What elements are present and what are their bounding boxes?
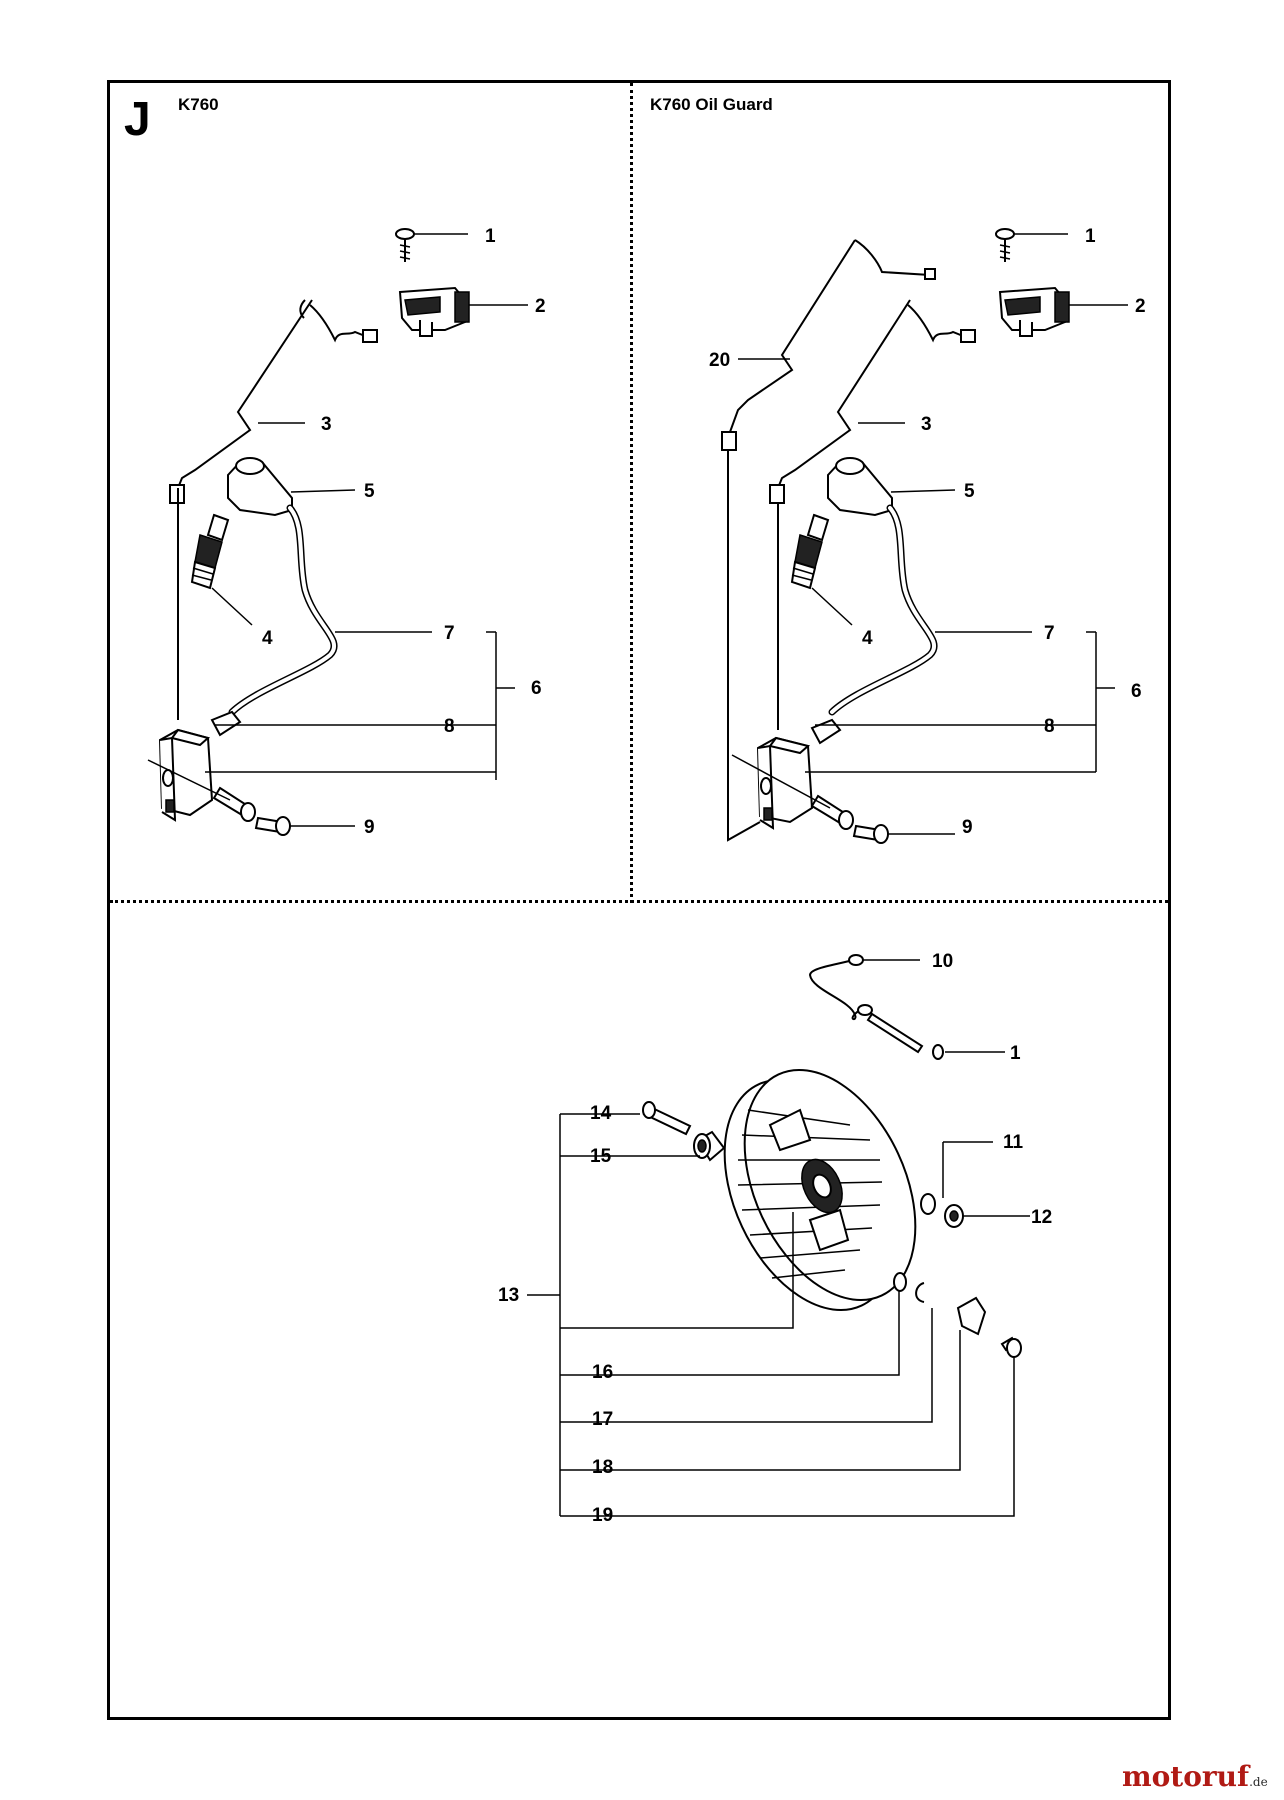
callout-6: 6 <box>1131 681 1142 702</box>
panel-divider-horizontal <box>110 900 1168 903</box>
diagram-frame <box>107 80 1171 1720</box>
flywheel-bolt-part <box>642 1101 726 1162</box>
flywheel-part <box>723 1068 917 1312</box>
callout-19: 19 <box>592 1505 613 1526</box>
spark-plug-cap-part <box>227 457 338 716</box>
oil-guard-cable-part <box>721 239 936 451</box>
callout-17: 17 <box>592 1409 613 1430</box>
ground-lead-right-outer <box>727 450 761 842</box>
ignition-module-part <box>756 718 842 830</box>
callout-10: 10 <box>932 951 953 972</box>
callout-2: 2 <box>1135 296 1146 317</box>
callout-12: 12 <box>1031 1207 1052 1228</box>
panel-right-callouts: 1 2 20 3 5 4 7 6 8 9 <box>709 226 1146 838</box>
brand-name: motoruf <box>1122 1760 1250 1793</box>
callout-1: 1 <box>485 226 496 247</box>
ignition-cable-part <box>169 299 378 504</box>
callout-13: 13 <box>498 1285 519 1306</box>
brand-watermark: motoruf.de <box>1122 1760 1268 1793</box>
panel-left-parts <box>147 228 528 836</box>
callout-1: 1 <box>1085 226 1096 247</box>
panel-divider-vertical <box>630 83 633 903</box>
ignition-module-part <box>158 710 242 822</box>
callout-15: 15 <box>590 1146 612 1167</box>
callout-3: 3 <box>921 414 932 435</box>
callout-18: 18 <box>592 1457 613 1478</box>
brand-suffix: .de <box>1249 1775 1268 1789</box>
callout-2: 2 <box>535 296 546 317</box>
section-letter: J <box>124 93 151 146</box>
callout-5: 5 <box>964 481 975 502</box>
panel-right-parts <box>721 228 1128 844</box>
callout-8: 8 <box>1044 716 1055 737</box>
starter-pawl-parts <box>893 1272 1022 1358</box>
module-screws-part <box>731 754 889 844</box>
panel-bottom-parts <box>527 954 1030 1517</box>
callout-20: 20 <box>709 350 730 371</box>
callout-4: 4 <box>862 628 873 649</box>
callout-9: 9 <box>962 817 973 838</box>
callout-3: 3 <box>321 414 332 435</box>
spark-plug-part <box>790 513 830 590</box>
stop-switch-part <box>998 286 1070 337</box>
panel-title-right: K760 Oil Guard <box>650 95 773 114</box>
callout-9: 9 <box>364 817 375 838</box>
callout-4: 4 <box>262 628 273 649</box>
callout-6: 6 <box>531 678 542 699</box>
ground-wire-part <box>808 954 1005 1060</box>
callout-5: 5 <box>364 481 375 502</box>
callout-11: 11 <box>1003 1132 1024 1153</box>
callout-7: 7 <box>444 623 455 644</box>
spark-plug-cap-part <box>827 457 938 716</box>
callout-14: 14 <box>590 1103 612 1124</box>
panel-left-callouts: 1 2 3 5 4 7 6 8 9 <box>262 226 546 838</box>
screw-part <box>995 228 1015 262</box>
flywheel-nut-part <box>920 1193 964 1228</box>
spark-plug-part <box>190 513 230 590</box>
callout-1: 1 <box>1010 1043 1021 1064</box>
stop-switch-part <box>398 286 470 337</box>
callout-7: 7 <box>1044 623 1055 644</box>
ignition-cable-part <box>769 299 976 504</box>
panel-bottom-callouts: 10 1 14 15 11 12 13 16 17 18 19 <box>498 951 1052 1526</box>
module-screws-part <box>147 759 291 836</box>
callout-8: 8 <box>444 716 455 737</box>
panel-title-left: K760 <box>178 95 219 114</box>
screw-part <box>395 228 415 262</box>
callout-16: 16 <box>592 1362 613 1383</box>
